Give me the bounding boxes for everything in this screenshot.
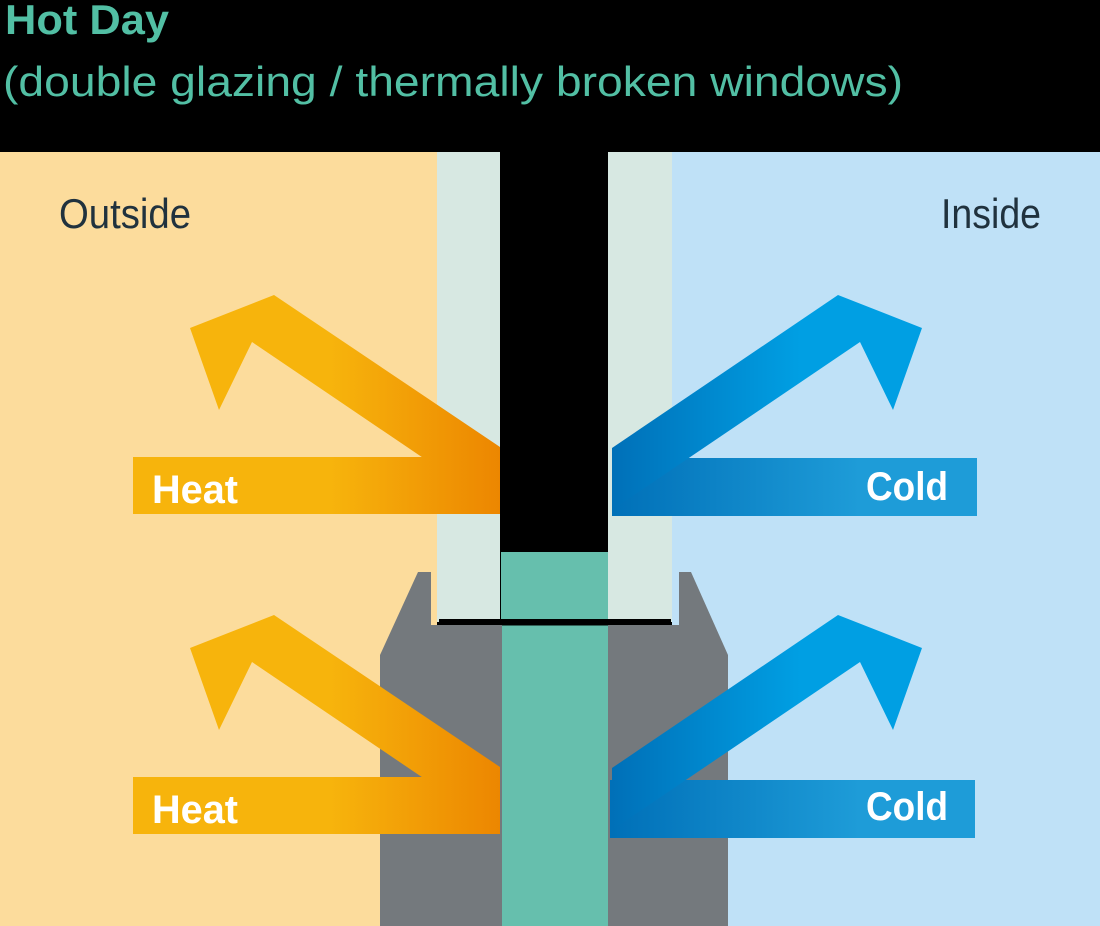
glass-pane-outer (437, 152, 500, 622)
outside-label: Outside (59, 190, 191, 237)
cold-arrow-bottom (612, 615, 922, 830)
heat-arrow-top (190, 295, 500, 510)
cold-label-top: Cold (866, 465, 948, 509)
glass-pane-inner (608, 152, 672, 622)
heat-arrow-bottom (190, 615, 500, 830)
cold-label-bottom: Cold (866, 785, 948, 829)
glass-bottom-line (439, 619, 671, 626)
inside-label: Inside (941, 190, 1041, 237)
thermal-spacer (501, 552, 608, 926)
page-subtitle: (double glazing / thermally broken windo… (3, 58, 903, 105)
heat-label-top: Heat (152, 468, 238, 512)
page-title: Hot Day (5, 0, 170, 43)
heat-label-bottom: Heat (152, 788, 238, 832)
cold-arrow-top (612, 295, 922, 510)
